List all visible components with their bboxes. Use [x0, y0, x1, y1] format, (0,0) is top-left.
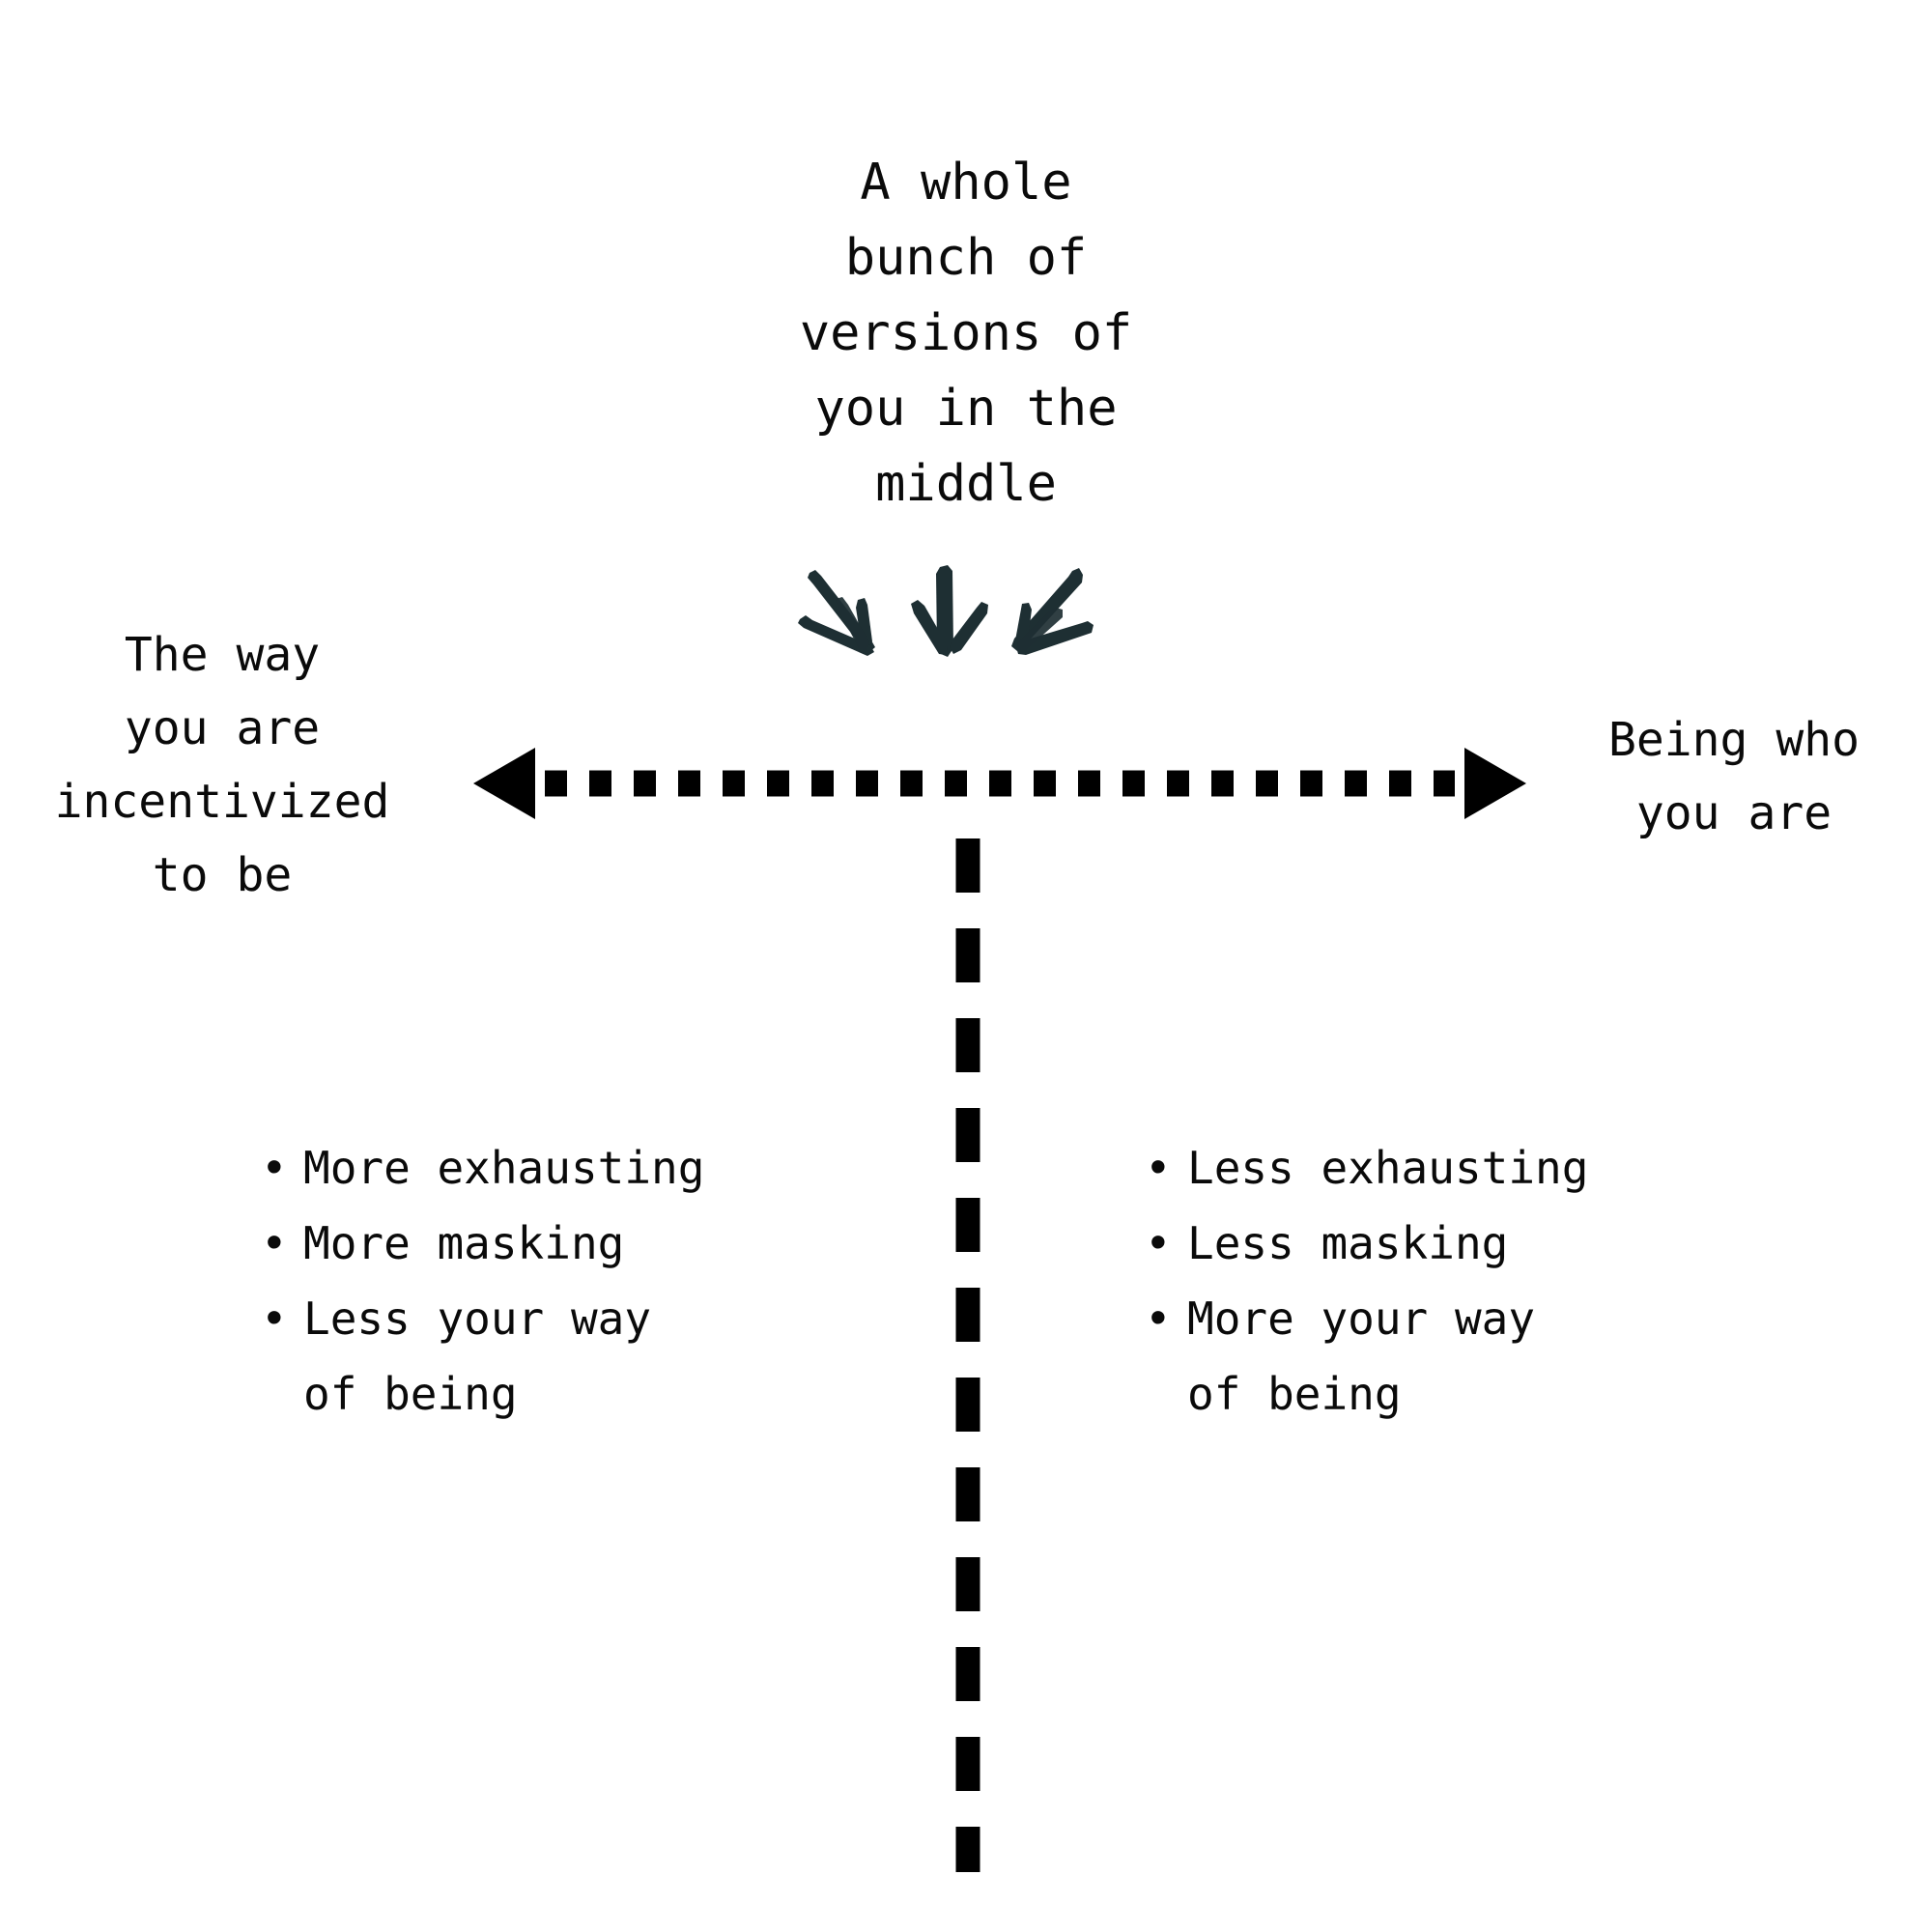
- bullet-dot-icon: •: [261, 1293, 288, 1345]
- right-bullet-list: • Less exhausting • Less masking • More …: [1145, 1130, 1724, 1432]
- top-caption: A whole bunch of versions of you in the …: [799, 154, 1133, 513]
- down-arrows-icon: [798, 565, 1094, 657]
- down-arrows-group: [782, 565, 1111, 691]
- bullet-dot-icon: •: [261, 1217, 288, 1269]
- triangle-right-icon: [1464, 748, 1526, 819]
- bullet-dot-icon: •: [1145, 1293, 1172, 1345]
- list-item-label: Less masking: [1187, 1217, 1509, 1269]
- right-end-label: Being who you are: [1607, 713, 1861, 840]
- list-item-label: More masking: [303, 1217, 625, 1269]
- list-item: • More your way of being: [1145, 1281, 1724, 1432]
- list-item-label: More your way of being: [1187, 1293, 1536, 1420]
- list-item: • More masking: [261, 1206, 840, 1281]
- bullet-dot-icon: •: [1145, 1217, 1172, 1269]
- vertical-divider: [954, 838, 981, 1872]
- list-item-label: Less exhausting: [1187, 1142, 1589, 1194]
- left-bullet-list: • More exhausting • More masking • Less …: [261, 1130, 840, 1432]
- triangle-left-icon: [473, 748, 535, 819]
- list-item: • More exhausting: [261, 1130, 840, 1206]
- bullet-dot-icon: •: [1145, 1142, 1172, 1194]
- list-item-label: More exhausting: [303, 1142, 705, 1194]
- left-end-label: The way you are incentivized to be: [54, 628, 390, 902]
- list-item: • Less your way of being: [261, 1281, 840, 1432]
- list-item-label: Less your way of being: [303, 1293, 652, 1420]
- horizontal-spectrum-axis: [473, 744, 1526, 823]
- bullet-dot-icon: •: [261, 1142, 288, 1194]
- list-item: • Less exhausting: [1145, 1130, 1724, 1206]
- list-item: • Less masking: [1145, 1206, 1724, 1281]
